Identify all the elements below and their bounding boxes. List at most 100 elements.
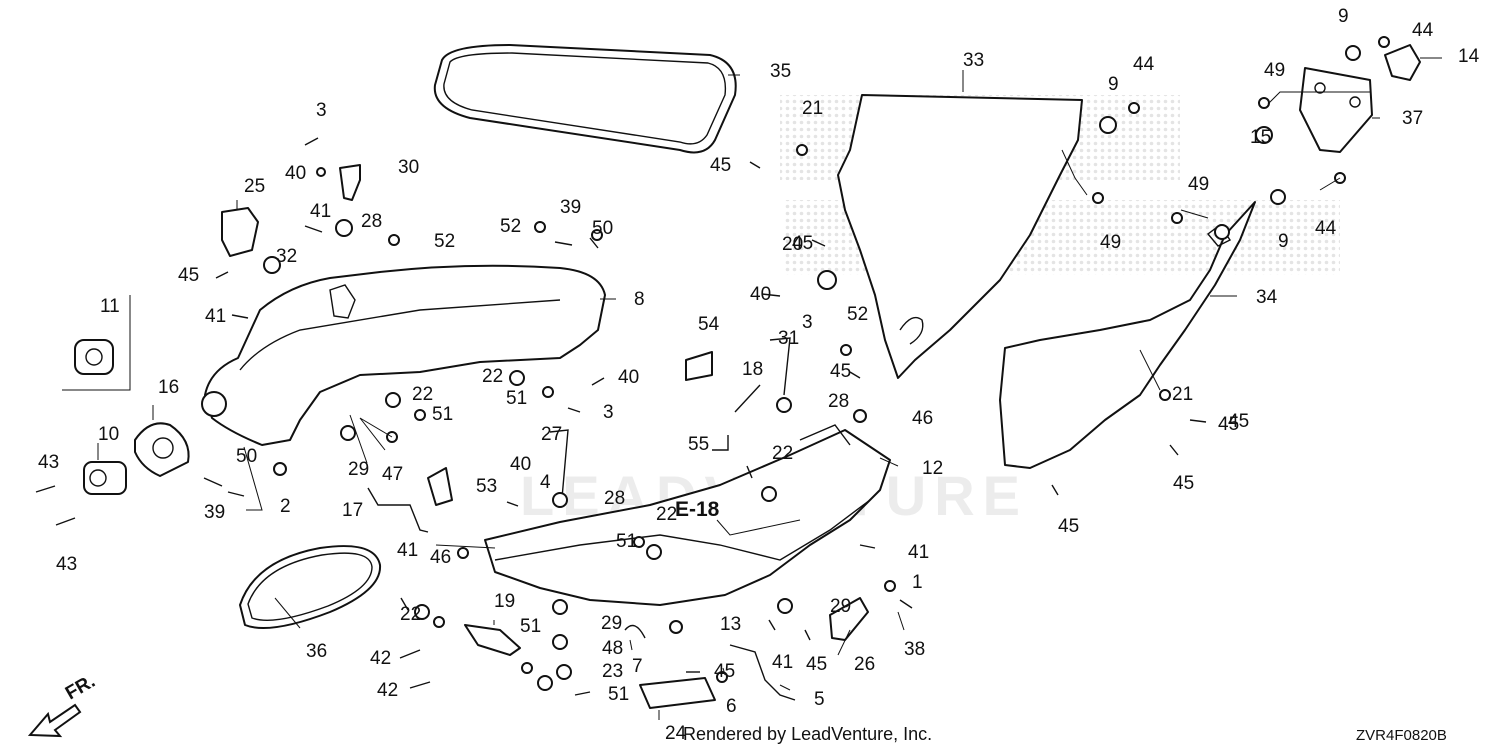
part-number-label[interactable]: 38 bbox=[904, 639, 925, 660]
part-number-label[interactable]: 28 bbox=[828, 391, 849, 412]
part-number-label[interactable]: 44 bbox=[1315, 218, 1337, 239]
part-number-label[interactable]: 39 bbox=[560, 197, 581, 218]
part-number-label[interactable]: 4 bbox=[540, 472, 551, 493]
part-number-label[interactable]: 49 bbox=[1100, 232, 1121, 253]
part-number-label[interactable]: 26 bbox=[854, 654, 875, 675]
part-number-label[interactable]: 45 bbox=[1173, 473, 1194, 494]
part-number-label[interactable]: 33 bbox=[963, 50, 984, 71]
part-number-label[interactable]: 55 bbox=[688, 434, 709, 455]
part-number-label[interactable]: 29 bbox=[348, 459, 369, 480]
part-number-label[interactable]: 24 bbox=[665, 723, 687, 744]
part-number-label[interactable]: 41 bbox=[310, 201, 331, 222]
part-number-label[interactable]: 42 bbox=[370, 648, 391, 669]
part-number-label[interactable]: 21 bbox=[802, 98, 823, 119]
part-number-label[interactable]: 11 bbox=[100, 296, 120, 317]
part-number-label[interactable]: 12 bbox=[922, 458, 943, 479]
part-number-label[interactable]: 22 bbox=[772, 443, 793, 464]
part-number-label[interactable]: 41 bbox=[772, 652, 793, 673]
part-number-label[interactable]: 13 bbox=[720, 614, 741, 635]
part-number-label[interactable]: 15 bbox=[1250, 127, 1271, 148]
part-number-label[interactable]: 30 bbox=[398, 157, 419, 178]
part-number-label[interactable]: 28 bbox=[361, 211, 382, 232]
part-number-label[interactable]: 3 bbox=[603, 402, 614, 423]
part-number-label[interactable]: 43 bbox=[56, 554, 77, 575]
part-number-label[interactable]: 10 bbox=[98, 424, 119, 445]
part-number-label[interactable]: 41 bbox=[397, 540, 418, 561]
part-number-label[interactable]: 46 bbox=[912, 408, 933, 429]
part-number-label[interactable]: 23 bbox=[602, 661, 623, 682]
part-number-label[interactable]: 1 bbox=[912, 572, 923, 593]
part-number-label[interactable]: 9 bbox=[1278, 231, 1289, 252]
part-number-label[interactable]: 45 bbox=[792, 233, 813, 254]
part-number-label[interactable]: 53 bbox=[476, 476, 497, 497]
part-number-label[interactable]: 51 bbox=[506, 388, 527, 409]
part-number-label[interactable]: 41 bbox=[908, 542, 929, 563]
part-number-label[interactable]: 16 bbox=[158, 377, 179, 398]
part-number-label[interactable]: 20 bbox=[782, 234, 803, 255]
part-number-label[interactable]: 43 bbox=[38, 452, 59, 473]
part-number-label[interactable]: 45 bbox=[830, 361, 851, 382]
part-number-label[interactable]: 42 bbox=[377, 680, 398, 701]
part-number-label[interactable]: 14 bbox=[1458, 46, 1480, 67]
part-number-label[interactable]: 45 bbox=[806, 654, 827, 675]
part-number-label[interactable]: 37 bbox=[1402, 108, 1423, 129]
part-number-label[interactable]: 29 bbox=[601, 613, 622, 634]
part-number-label[interactable]: 18 bbox=[742, 359, 763, 380]
part-number-label[interactable]: 5 bbox=[814, 689, 825, 710]
part-number-label[interactable]: 52 bbox=[847, 304, 868, 325]
part-number-label[interactable]: 31 bbox=[778, 328, 799, 349]
part-number-label[interactable]: 51 bbox=[432, 404, 453, 425]
part-number-label[interactable]: 19 bbox=[494, 591, 515, 612]
part-number-label[interactable]: 21 bbox=[1172, 384, 1193, 405]
part-number-label[interactable]: 52 bbox=[500, 216, 521, 237]
part-number-label[interactable]: 49 bbox=[1188, 174, 1209, 195]
part-number-label[interactable]: 3 bbox=[802, 312, 813, 333]
part-number-label[interactable]: 49 bbox=[1264, 60, 1285, 81]
part-number-label[interactable]: 22 bbox=[412, 384, 433, 405]
part-number-label[interactable]: 40 bbox=[750, 284, 771, 305]
part-number-label[interactable]: 35 bbox=[770, 61, 791, 82]
part-number-label[interactable]: 8 bbox=[634, 289, 645, 310]
part-number-label[interactable]: 34 bbox=[1256, 287, 1278, 308]
part-number-label[interactable]: 29 bbox=[830, 596, 851, 617]
section-callout[interactable]: E-18 bbox=[675, 498, 720, 521]
part-number-label[interactable]: 51 bbox=[608, 684, 629, 705]
part-number-label[interactable]: 51 bbox=[616, 531, 637, 552]
part-number-label[interactable]: 9 bbox=[1338, 6, 1349, 27]
part-number-label[interactable]: 7 bbox=[632, 656, 643, 677]
part-number-label[interactable]: 22 bbox=[482, 366, 503, 387]
part-number-label[interactable]: 44 bbox=[1412, 20, 1434, 41]
part-number-label[interactable]: 9 bbox=[1108, 74, 1119, 95]
part-number-label[interactable]: 47 bbox=[382, 464, 403, 485]
part-number-label[interactable]: 45 bbox=[1228, 411, 1249, 432]
part-number-label[interactable]: 45 bbox=[710, 155, 731, 176]
part-number-label[interactable]: 41 bbox=[205, 306, 226, 327]
part-number-label[interactable]: 36 bbox=[306, 641, 327, 662]
part-number-label[interactable]: 45 bbox=[1218, 414, 1239, 435]
part-number-label[interactable]: 39 bbox=[204, 502, 225, 523]
part-number-label[interactable]: 22 bbox=[400, 604, 421, 625]
part-number-label[interactable]: 40 bbox=[510, 454, 531, 475]
part-number-label[interactable]: 45 bbox=[178, 265, 199, 286]
part-number-label[interactable]: 48 bbox=[602, 638, 623, 659]
part-number-label[interactable]: 40 bbox=[618, 367, 639, 388]
part-number-label[interactable]: 46 bbox=[430, 547, 451, 568]
part-number-label[interactable]: 45 bbox=[1058, 516, 1079, 537]
part-number-label[interactable]: 40 bbox=[285, 163, 306, 184]
part-number-label[interactable]: 27 bbox=[541, 424, 562, 445]
part-number-label[interactable]: 45 bbox=[714, 661, 735, 682]
part-number-label[interactable]: 3 bbox=[316, 100, 327, 121]
part-number-label[interactable]: 50 bbox=[236, 446, 257, 467]
part-number-label[interactable]: 32 bbox=[276, 246, 297, 267]
part-number-label[interactable]: 50 bbox=[592, 218, 613, 239]
part-number-label[interactable]: 6 bbox=[726, 696, 737, 717]
part-number-label[interactable]: 28 bbox=[604, 488, 625, 509]
part-number-label[interactable]: 52 bbox=[434, 231, 455, 252]
part-number-label[interactable]: 2 bbox=[280, 496, 291, 517]
part-number-label[interactable]: 17 bbox=[342, 500, 363, 521]
part-number-label[interactable]: 51 bbox=[520, 616, 541, 637]
part-number-label[interactable]: 25 bbox=[244, 176, 265, 197]
part-number-label[interactable]: 44 bbox=[1133, 54, 1155, 75]
part-number-label[interactable]: 22 bbox=[656, 504, 677, 525]
part-number-label[interactable]: 54 bbox=[698, 314, 720, 335]
